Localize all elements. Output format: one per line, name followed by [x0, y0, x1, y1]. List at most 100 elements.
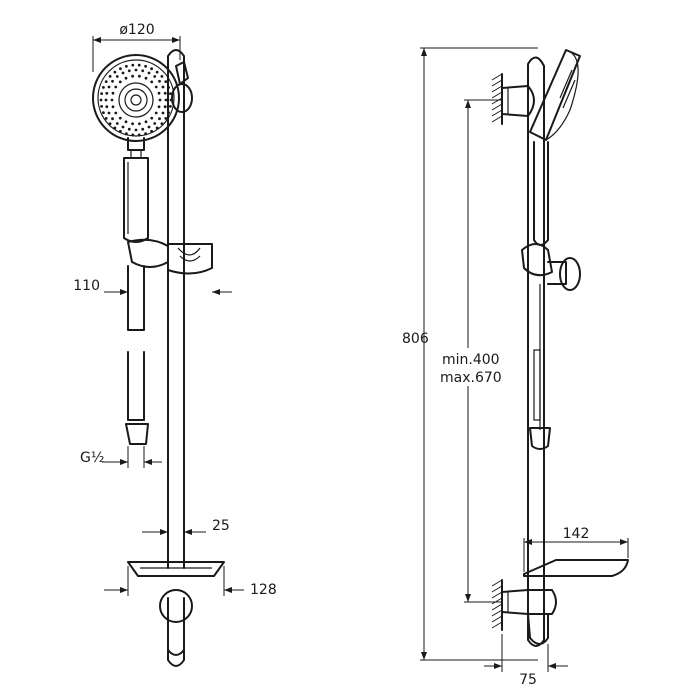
nozzle-dot [115, 75, 119, 78]
label-thread-fraction: ½ [91, 450, 105, 466]
wall-hatch-line [491, 103, 503, 111]
nozzle-dot [115, 122, 119, 125]
nozzle-dot [113, 126, 117, 130]
nozzle-dot [100, 92, 103, 95]
nozzle-dot [155, 70, 159, 74]
label-wall-projection: 75 [519, 672, 537, 688]
wall-hatch-line [491, 73, 503, 81]
wall-hatch-line [491, 91, 503, 99]
nozzle-dot [150, 129, 154, 133]
nozzle-dot [153, 75, 157, 78]
nozzle-dot [147, 71, 151, 75]
label-total-height: 806 [402, 331, 429, 347]
nozzle-dot [137, 133, 141, 137]
hose-side [529, 284, 551, 450]
bottom-bracket-side [501, 589, 557, 645]
nozzle-dot [161, 85, 165, 89]
dim-dish-width: 128 [104, 566, 277, 598]
hand-shower-handle [123, 157, 149, 243]
dim-total-height: 806 [402, 47, 538, 661]
nozzle-dot [121, 71, 125, 75]
nozzle-dot [154, 85, 158, 89]
nozzle-dot [144, 132, 148, 136]
label-thread-main: G [80, 450, 91, 466]
wall-top [491, 73, 503, 125]
wall-hatch-line [491, 603, 503, 611]
wall-hatch-line [491, 115, 503, 123]
nozzle-dot [104, 98, 108, 102]
nozzle-dot [108, 122, 112, 125]
nozzle-dot [147, 125, 151, 129]
nozzle-pattern [99, 63, 173, 137]
nozzle-dot [164, 80, 168, 83]
nozzle-dot [141, 69, 145, 73]
nozzle-dot [119, 67, 122, 71]
nozzle-dot [169, 105, 172, 108]
nozzle-dot [169, 92, 172, 95]
wall-hatch-line [491, 579, 503, 587]
shower-hose [125, 265, 149, 445]
nozzle-dot [134, 128, 138, 132]
nozzle-dot [110, 98, 114, 102]
nozzle-dot [158, 117, 161, 121]
nozzle-dot [125, 132, 128, 136]
slider-holder-side [521, 243, 581, 291]
nozzle-dot [157, 105, 161, 109]
nozzle-dot [111, 117, 114, 121]
nozzle-dot [121, 125, 125, 129]
nozzle-dot [104, 80, 108, 83]
wall-hatch-line [491, 97, 503, 105]
label-head-diameter: ø120 [119, 22, 154, 38]
nozzle-dot [157, 91, 161, 95]
nozzle-dot [160, 75, 164, 78]
nozzle-dot [102, 86, 105, 89]
nozzle-dot [144, 64, 148, 68]
nozzle-dot [138, 74, 141, 78]
label-dish-width: 128 [250, 582, 277, 598]
nozzle-dot [155, 126, 159, 130]
dim-rail-diameter: 25 [142, 518, 230, 535]
dim-hose-width: 110 [73, 278, 232, 295]
nozzle-dot [114, 111, 118, 115]
wall-hatch-line [491, 591, 503, 599]
nozzle-dot [99, 98, 103, 102]
nozzle-dot [127, 69, 131, 73]
nozzle-dot [131, 122, 135, 126]
label-rail-diameter: 25 [212, 518, 230, 534]
dim-head-diameter: ø120 [92, 22, 181, 72]
nozzle-dot [104, 117, 108, 120]
nozzle-dot [163, 91, 167, 95]
wall-hatch-line [491, 597, 503, 605]
front-view: ø120 110 G½ 25 [73, 22, 277, 667]
slide-rail-side [527, 56, 545, 647]
nozzle-dot [167, 86, 171, 89]
nozzle-dot [144, 76, 148, 80]
nozzle-dot [158, 79, 161, 83]
nozzle-dot [134, 68, 138, 72]
nozzle-dot [153, 122, 157, 125]
nozzle-dot [138, 122, 141, 126]
nozzle-dot [131, 133, 135, 137]
dim-bracket-distance: min.400 max.670 [440, 99, 502, 603]
nozzle-dot [125, 64, 128, 68]
nozzle-dot [131, 74, 135, 78]
nozzle-dot [169, 98, 173, 102]
nozzle-dot [108, 75, 112, 78]
nozzle-dot [100, 105, 103, 108]
bottom-bracket-front [159, 589, 193, 656]
nozzle-dot [137, 63, 141, 67]
nozzle-dot [111, 79, 114, 83]
nozzle-dot [111, 91, 115, 95]
nozzle-dot [161, 111, 165, 115]
slide-rail-front [167, 49, 185, 667]
dim-wall-projection: 75 [484, 634, 568, 688]
nozzle-dot [150, 80, 154, 84]
nozzle-dot [164, 98, 168, 102]
nozzle-dot [119, 129, 122, 133]
nozzle-dot [111, 105, 115, 109]
nozzle-dot [118, 80, 122, 84]
nozzle-dot [160, 122, 164, 125]
wall-bottom [491, 579, 503, 631]
nozzle-dot [131, 63, 135, 67]
